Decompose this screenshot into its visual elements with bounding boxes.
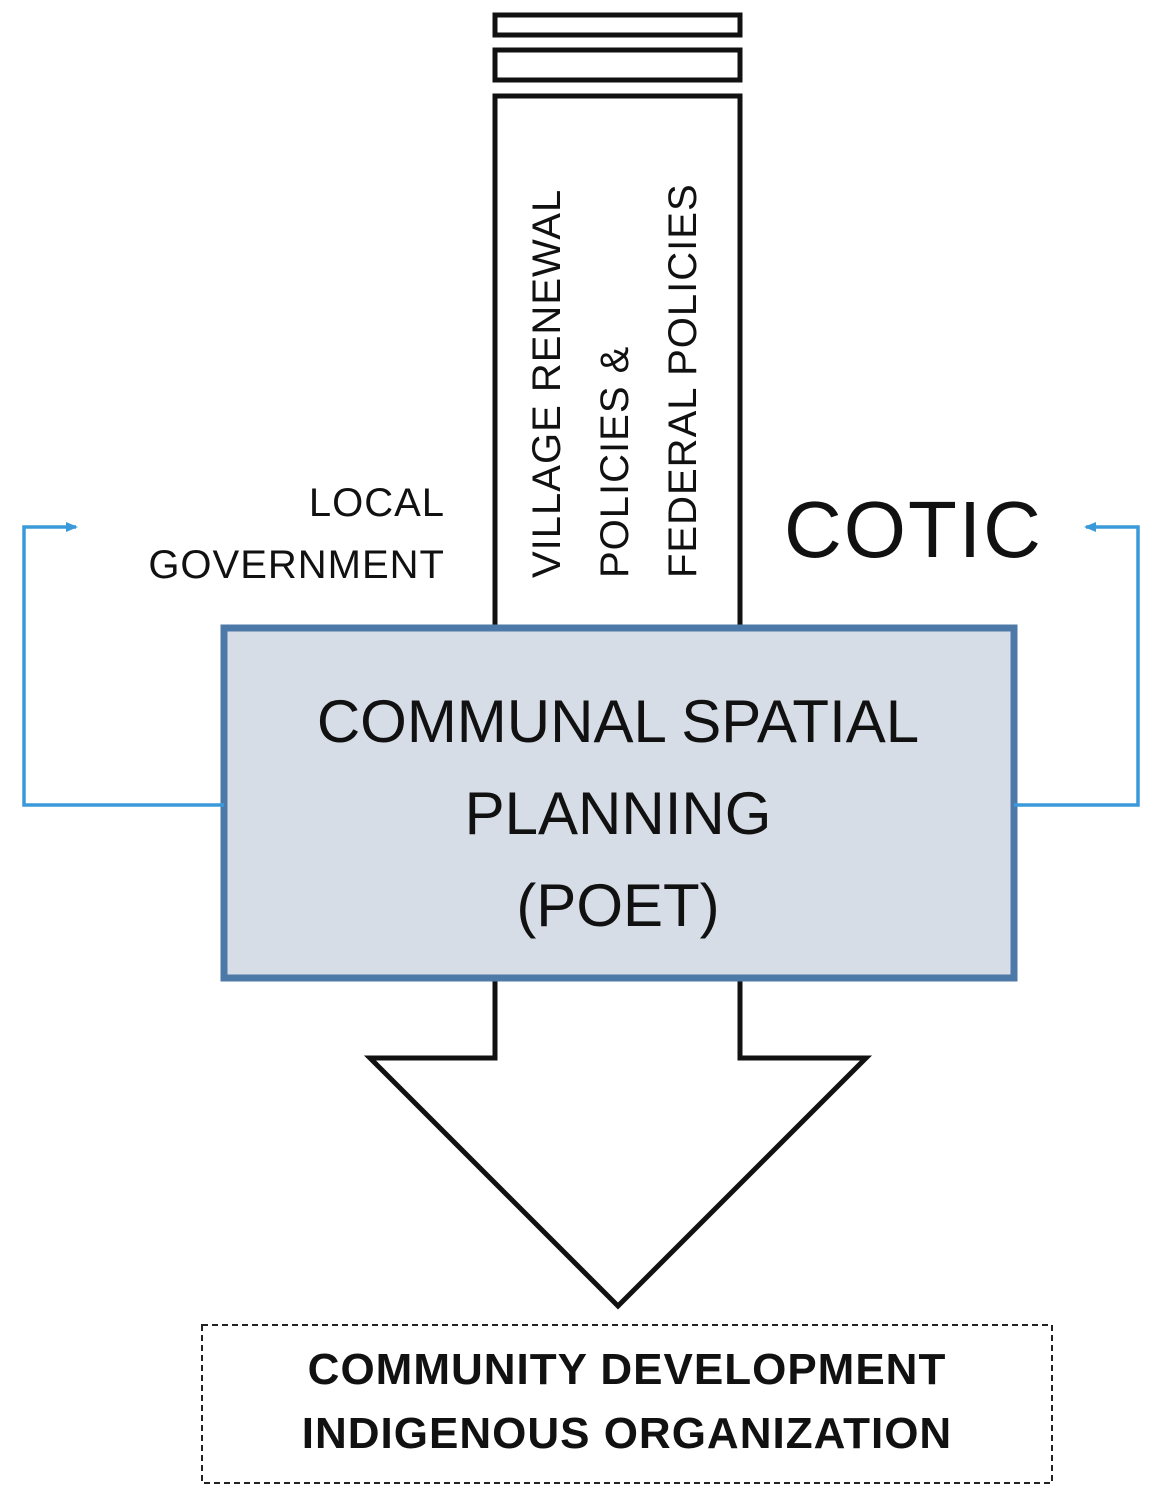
vertical-label-federal-policies: FEDERAL POLICIES [661, 183, 705, 578]
local-government-label: LOCAL GOVERNMENT [148, 472, 445, 596]
left-feedback-arrow-icon [22, 522, 224, 807]
down-arrow-icon [363, 975, 873, 1310]
local-government-line-2: GOVERNMENT [148, 543, 445, 587]
right-feedback-arrow-icon [1014, 522, 1140, 807]
vertical-label-policies: POLICIES & [593, 345, 637, 578]
bottom-box-label: COMMUNITY DEVELOPMENT INDIGENOUS ORGANIZ… [202, 1338, 1052, 1466]
policy-column [492, 93, 743, 635]
center-box [220, 624, 1018, 982]
vertical-label-village-renewal: VILLAGE RENEWAL [525, 188, 569, 578]
bottom-box-line-1: COMMUNITY DEVELOPMENT [307, 1345, 947, 1394]
center-box-line-2: PLANNING [464, 780, 772, 847]
cotic-label: COTIC [784, 485, 1043, 574]
column-stripe-middle [492, 47, 743, 83]
local-government-line-1: LOCAL [308, 481, 445, 525]
bottom-box [201, 1324, 1053, 1484]
center-box-line-3: (POET) [516, 872, 720, 939]
column-stripe-top [492, 12, 743, 38]
bottom-box-line-2: INDIGENOUS ORGANIZATION [301, 1409, 953, 1458]
center-box-line-1: COMMUNAL SPATIAL [316, 688, 920, 755]
center-box-label: COMMUNAL SPATIAL PLANNING (POET) [222, 676, 1014, 952]
